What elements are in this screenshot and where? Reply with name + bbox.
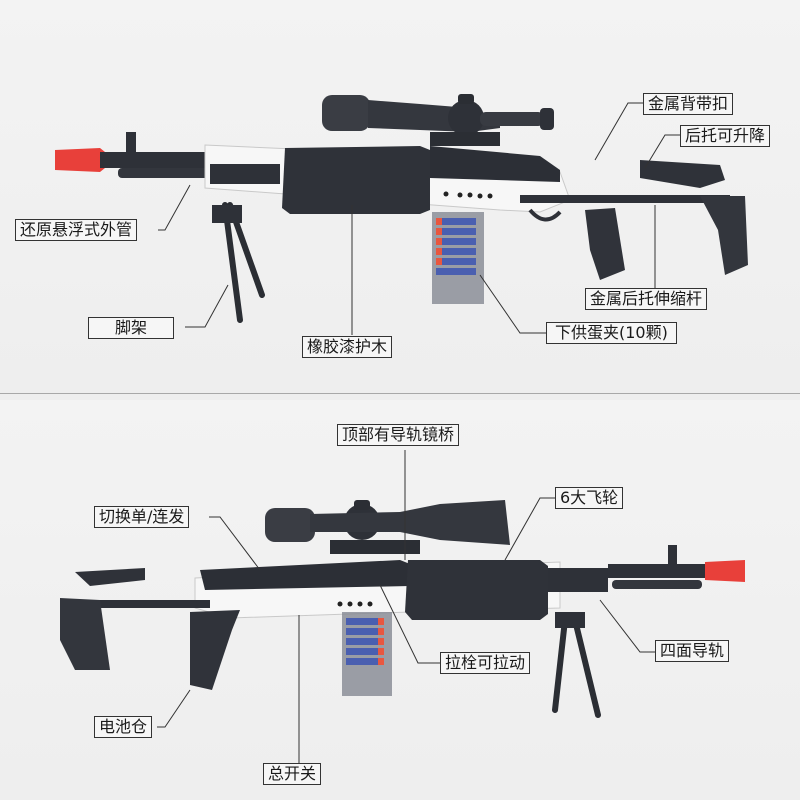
callout-magazine: 下供蛋夹(10颗) bbox=[546, 322, 677, 344]
callout-floating-barrel: 还原悬浮式外管 bbox=[15, 219, 138, 241]
callout-sling-mount: 金属背带扣 bbox=[643, 93, 734, 115]
callout-main-switch: 总开关 bbox=[263, 763, 322, 785]
callout-flywheels: 6大飞轮 bbox=[555, 487, 624, 509]
callout-fire-mode-switch: 切换单/连发 bbox=[94, 506, 190, 528]
blaster-illustration-top bbox=[55, 94, 748, 323]
magazine-icon bbox=[432, 212, 484, 304]
callout-charging-handle: 拉栓可拉动 bbox=[440, 652, 531, 674]
callout-metal-stock-tube: 金属后托伸缩杆 bbox=[585, 288, 708, 310]
callout-scope-rail-mount: 顶部有导轨镜桥 bbox=[337, 424, 460, 446]
handguard-icon bbox=[282, 146, 430, 214]
bipod-icon bbox=[552, 617, 601, 718]
muzzle-icon bbox=[55, 148, 105, 172]
scope-icon bbox=[265, 500, 510, 554]
muzzle-icon bbox=[705, 560, 745, 582]
magazine-icon bbox=[342, 612, 392, 696]
handguard-icon bbox=[405, 560, 548, 620]
scope-icon bbox=[322, 94, 554, 146]
section-divider bbox=[0, 393, 800, 394]
callout-quad-rail: 四面导轨 bbox=[655, 640, 730, 662]
callout-adjustable-cheek-rest: 后托可升降 bbox=[680, 125, 771, 147]
callout-rubber-handguard: 橡胶漆护木 bbox=[302, 336, 393, 358]
callout-bipod: 脚架 bbox=[88, 317, 175, 339]
callout-battery-compartment: 电池仓 bbox=[94, 716, 153, 738]
